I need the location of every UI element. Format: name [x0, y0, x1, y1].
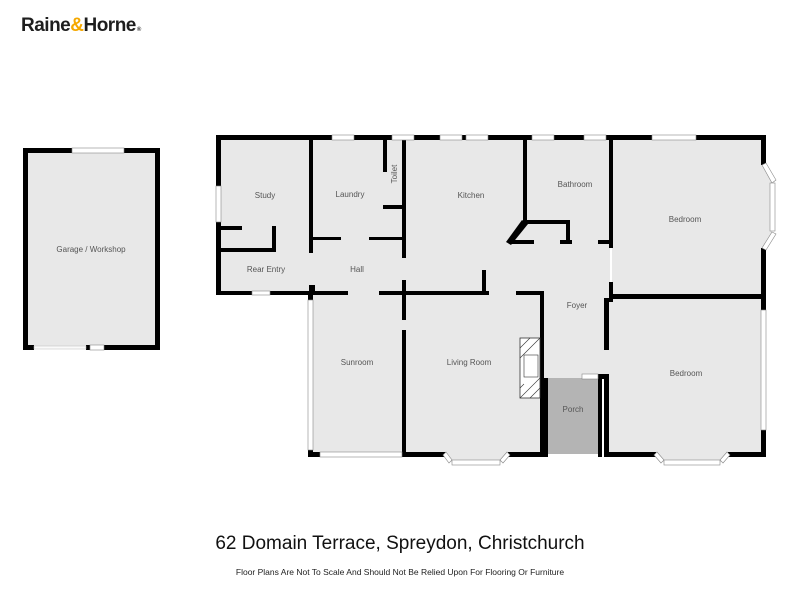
property-address: 62 Domain Terrace, Spreydon, Christchurc… [215, 533, 585, 554]
room-label-study: Study [255, 191, 275, 200]
room-label-foyer: Foyer [567, 301, 588, 310]
room-label-rear-entry: Rear Entry [247, 265, 285, 274]
room-label-hall: Hall [350, 265, 364, 274]
house-floor [220, 138, 772, 463]
brand-ampersand: & [70, 15, 84, 36]
windows [215, 134, 777, 466]
room-label-bedroom-2: Bedroom [670, 369, 703, 378]
room-label-living-room: Living Room [447, 358, 492, 367]
registered-mark: ® [136, 27, 141, 33]
room-label-bedroom-1: Bedroom [669, 215, 702, 224]
brand-name-part1: Raine [21, 15, 71, 36]
fireplace [519, 337, 541, 399]
room-label-toilet: Toilet [390, 164, 399, 183]
brand-name-part2: Horne [83, 15, 136, 36]
garage-workshop: Garage / Workshop [23, 147, 160, 351]
brand-logo: Raine&Horne® [21, 15, 141, 37]
room-label-sunroom: Sunroom [341, 358, 374, 367]
room-label-laundry: Laundry [336, 190, 365, 199]
room-label-garage: Garage / Workshop [56, 245, 126, 254]
floor-plan: Garage / Workshop [23, 134, 777, 466]
room-label-porch: Porch [563, 405, 584, 414]
room-label-kitchen: Kitchen [458, 191, 485, 200]
room-label-bathroom: Bathroom [558, 180, 593, 189]
disclaimer-text: Floor Plans Are Not To Scale And Should … [235, 567, 565, 577]
